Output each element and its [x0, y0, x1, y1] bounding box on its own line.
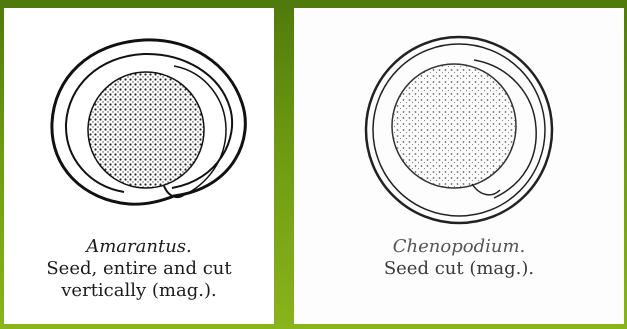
description-line: Seed cut (mag.). — [294, 258, 624, 280]
genus-label: Amarantus. — [4, 236, 274, 258]
figure-panel-amarantus: Amarantus. Seed, entire and cut vertical… — [4, 8, 274, 324]
description-line: Seed, entire and cut — [4, 258, 274, 280]
amarantus-caption: Amarantus. Seed, entire and cut vertical… — [4, 236, 274, 302]
hilum-notch — [472, 184, 500, 195]
genus-label: Chenopodium. — [294, 236, 624, 258]
chenopodium-seed-illustration — [294, 8, 624, 238]
figure-panel-chenopodium: Chenopodium. Seed cut (mag.). — [294, 8, 624, 324]
stippled-endosperm — [392, 64, 516, 188]
description-line: vertically (mag.). — [4, 280, 274, 302]
amarantus-seed-illustration — [4, 8, 274, 238]
stippled-endosperm — [88, 72, 204, 188]
chenopodium-caption: Chenopodium. Seed cut (mag.). — [294, 236, 624, 280]
